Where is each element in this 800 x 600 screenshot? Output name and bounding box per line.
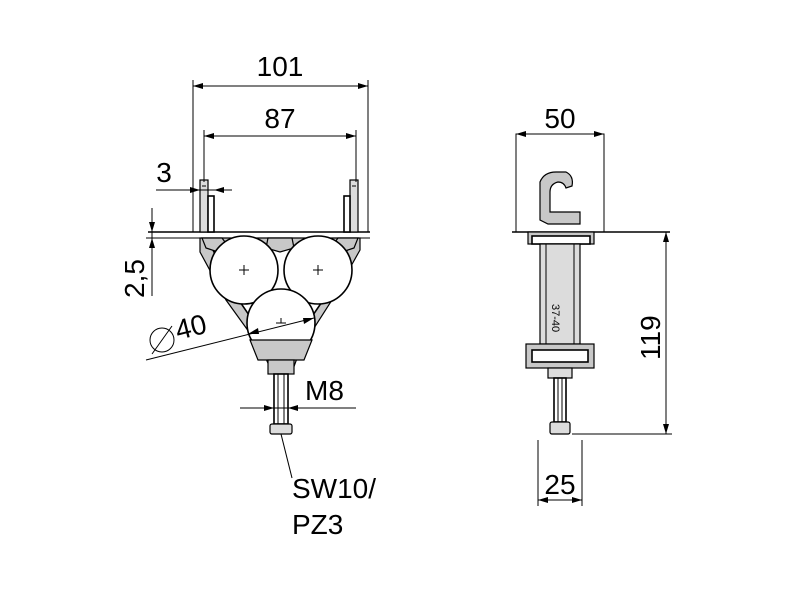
dim-label-101: 101 bbox=[257, 51, 304, 82]
bolt bbox=[269, 373, 293, 435]
dim-label-119: 119 bbox=[635, 315, 666, 360]
dim-label-40: 40 bbox=[172, 308, 210, 346]
tool-note-line2: PZ3 bbox=[292, 509, 343, 540]
center-marks bbox=[239, 265, 323, 324]
dimension-87: 87 bbox=[203, 103, 357, 182]
dimension-101: 101 bbox=[192, 51, 369, 232]
diameter-symbol bbox=[149, 327, 175, 353]
left-flange bbox=[199, 179, 215, 233]
dim-label-87: 87 bbox=[264, 103, 295, 134]
dimension-diameter-40: 40 bbox=[145, 308, 315, 361]
tool-note: SW10/ PZ3 bbox=[280, 433, 376, 540]
tool-note-line1: SW10/ bbox=[292, 473, 376, 504]
side-upper-clip-inner bbox=[531, 235, 591, 245]
dimension-2-5: 2,5 bbox=[119, 208, 200, 298]
dimension-25: 25 bbox=[537, 440, 583, 506]
dim-label-m8: M8 bbox=[305, 375, 344, 406]
dimension-m8: M8 bbox=[240, 375, 356, 411]
nut-housing bbox=[267, 359, 295, 375]
dim-label-50: 50 bbox=[544, 103, 575, 134]
part-marking: 37-40 bbox=[549, 304, 561, 332]
side-body bbox=[539, 243, 581, 345]
dimension-119: 119 bbox=[572, 232, 672, 435]
side-lower-clip-inner bbox=[531, 349, 589, 363]
dimension-3: 3 bbox=[156, 157, 232, 193]
dimension-50: 50 bbox=[516, 103, 604, 137]
lower-shell bbox=[249, 339, 313, 361]
dim-label-25: 25 bbox=[544, 469, 575, 500]
side-view: 37-40 50 119 bbox=[512, 103, 672, 506]
dim-label-2-5: 2,5 bbox=[119, 259, 150, 298]
right-flange bbox=[343, 179, 359, 233]
dim-label-3: 3 bbox=[156, 157, 172, 188]
side-bolt bbox=[547, 367, 573, 435]
front-view: 101 87 3 2,5 bbox=[119, 51, 376, 540]
side-hook bbox=[539, 171, 581, 225]
